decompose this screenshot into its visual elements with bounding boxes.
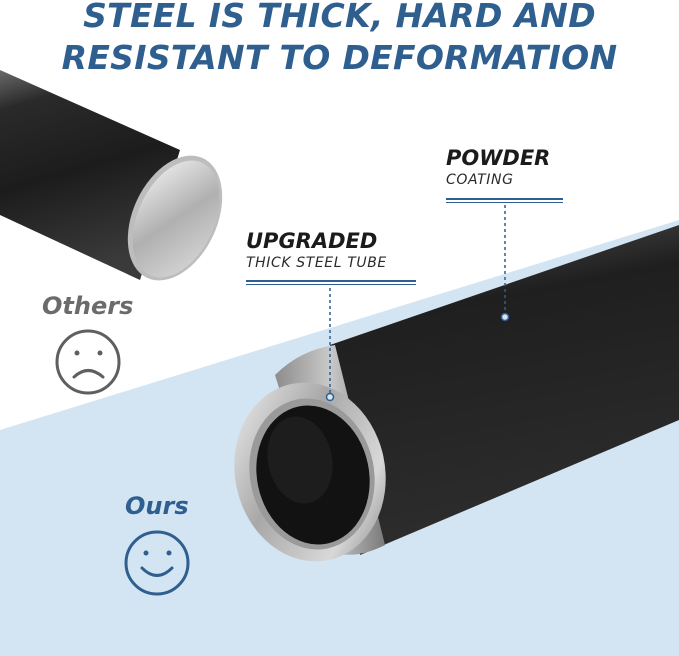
headline-line-1: STEEL IS THICK, HARD AND [83, 0, 596, 35]
upgraded-tube-subtitle: THICK STEEL TUBE [246, 255, 387, 271]
ours-label: Ours [125, 492, 189, 520]
upgraded-tube-callout: UPGRADED THICK STEEL TUBE [246, 228, 387, 272]
powder-coating-title: POWDER [446, 146, 551, 170]
thick-tube [234, 225, 679, 562]
powder-coating-underline [446, 198, 563, 203]
powder-pointer-dot [500, 312, 510, 322]
upgraded-tube-underline [246, 280, 416, 285]
powder-coating-callout: POWDER COATING [446, 145, 550, 189]
upgraded-pointer-dot [325, 392, 335, 402]
powder-coating-subtitle: COATING [446, 172, 514, 188]
others-label: Others [42, 292, 134, 320]
sad-face-icon [55, 329, 121, 395]
upgraded-tube-title: UPGRADED [246, 229, 378, 253]
headline-line-2: RESISTANT TO DEFORMATION [61, 38, 618, 77]
smiley-face-icon [124, 530, 190, 596]
thin-tube [0, 70, 223, 281]
headline: STEEL IS THICK, HARD AND RESISTANT TO DE… [0, 0, 679, 79]
